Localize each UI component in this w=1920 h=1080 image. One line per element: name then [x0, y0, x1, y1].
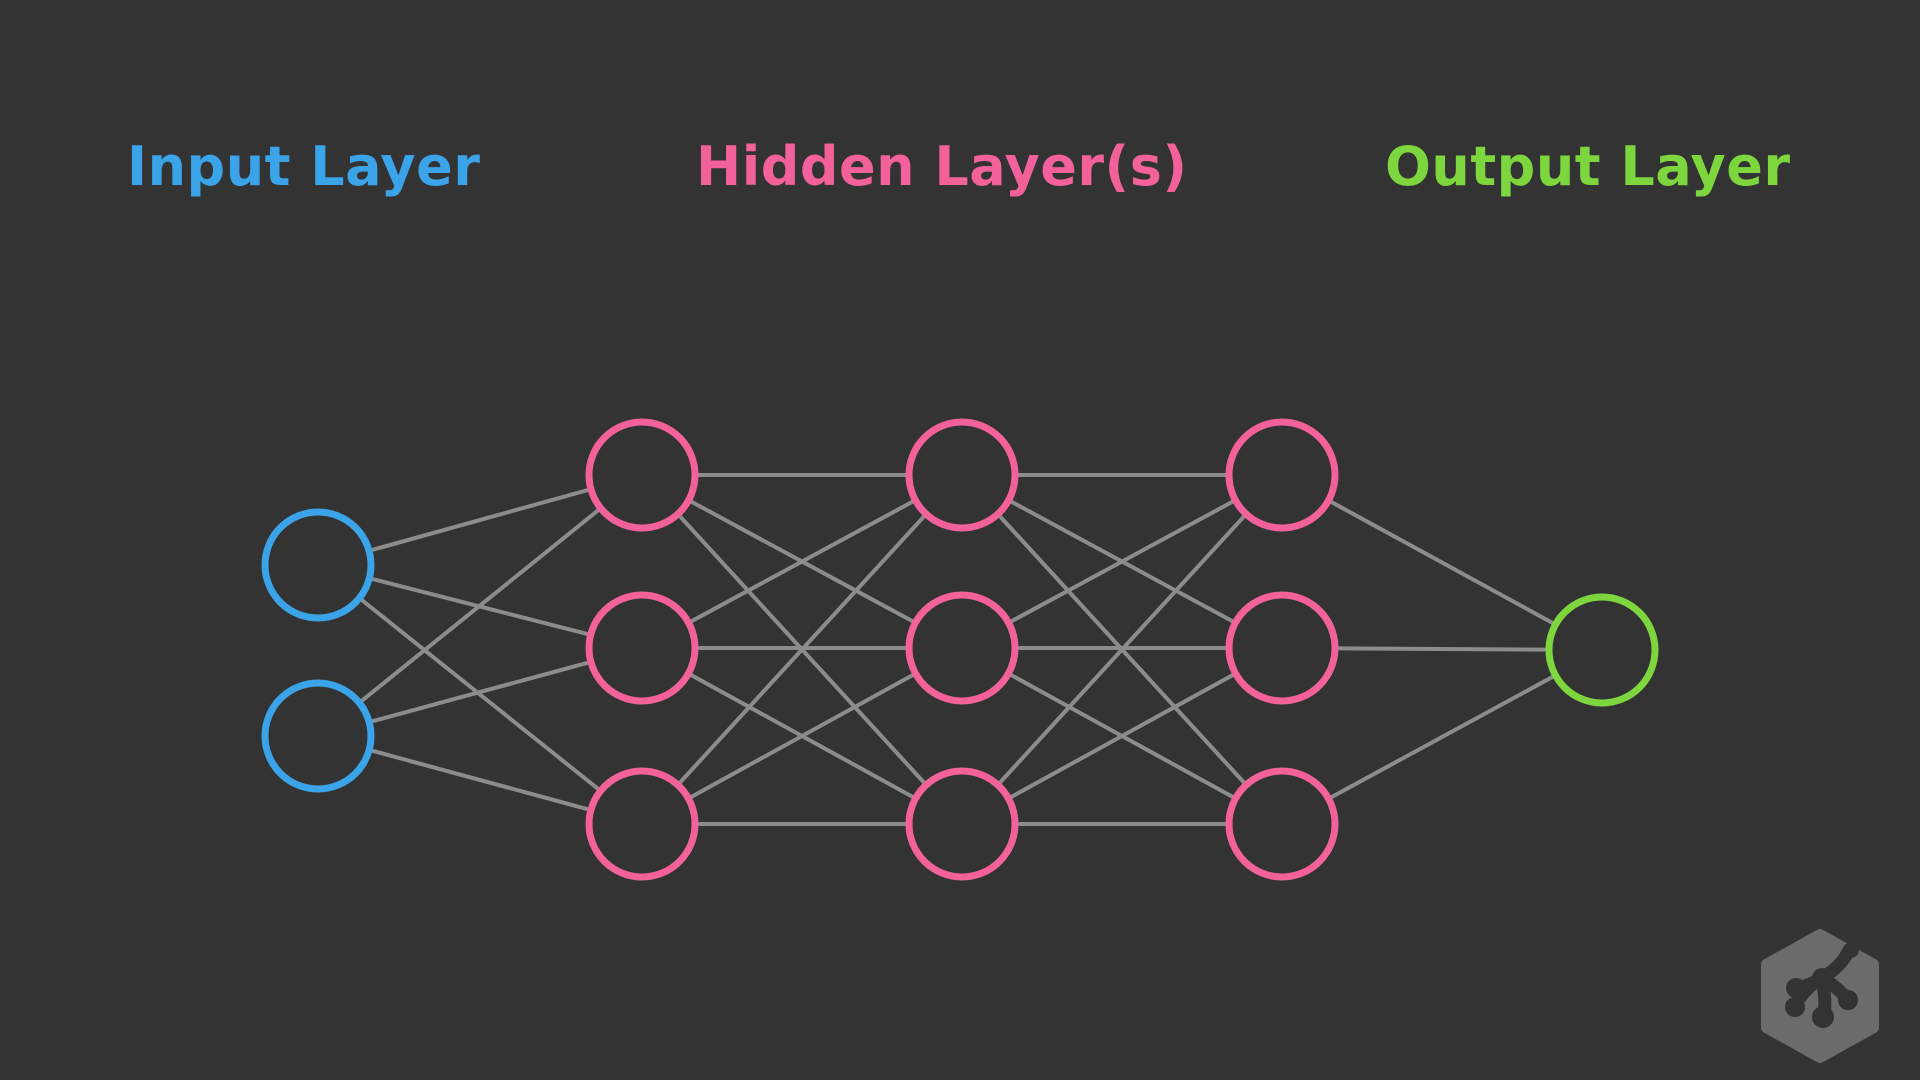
layer-label-output: Output Layer [1385, 135, 1791, 198]
node-i1 [261, 508, 375, 622]
node-h3b [1225, 591, 1339, 705]
edge-h2c-h3a [960, 473, 1284, 826]
layer-label-input: Input Layer [127, 135, 481, 198]
layer-label-hidden: Hidden Layer(s) [696, 135, 1188, 198]
node-h3c [1225, 767, 1339, 881]
node-h2b [905, 591, 1019, 705]
edge-h2c-h3b [961, 646, 1283, 826]
node-i2 [261, 679, 375, 793]
node-group [261, 418, 1659, 881]
node-h1c [585, 767, 699, 881]
edge-h3a-o1 [1281, 473, 1603, 652]
edge-h1c-h2b [641, 646, 963, 826]
edge-h2b-h3a [961, 473, 1283, 650]
edge-i2-h1a [316, 473, 644, 738]
node-h3a [1225, 418, 1339, 532]
edge-h1b-h2a [641, 473, 963, 650]
edge-h1c-h2a [640, 473, 964, 826]
node-h2c [905, 767, 1019, 881]
node-h1b [585, 591, 699, 705]
edge-h3c-o1 [1281, 648, 1603, 826]
node-h2a [905, 418, 1019, 532]
node-h1a [585, 418, 699, 532]
node-o1 [1545, 593, 1659, 707]
edge-i1-h1c [316, 563, 644, 826]
